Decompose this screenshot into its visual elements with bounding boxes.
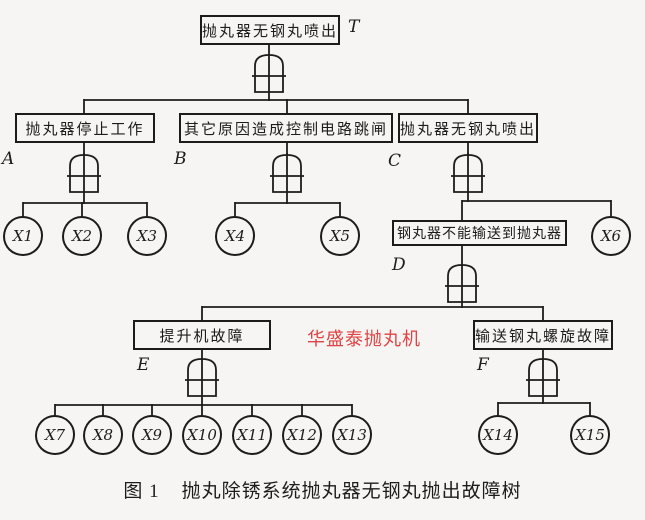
figure-caption: 图 1 抛丸除锈系统抛丸器无钢丸抛出故障树 bbox=[0, 476, 645, 503]
basic-event-x7: X7 bbox=[35, 415, 75, 455]
or-gate-icon-f bbox=[526, 357, 560, 397]
basic-event-x9: X9 bbox=[132, 415, 172, 455]
event-box-b: 其它原因造成控制电路跳闸 bbox=[179, 113, 393, 143]
basic-event-x5: X5 bbox=[320, 216, 360, 256]
or-gate-icon-t bbox=[252, 53, 286, 93]
event-id-f: F bbox=[477, 355, 489, 375]
basic-event-x14: X14 bbox=[478, 415, 518, 455]
event-box-f: 输送钢丸螺旋故障 bbox=[473, 320, 613, 350]
or-gate-icon-d bbox=[445, 263, 479, 303]
event-box-top: 抛丸器无钢丸喷出 bbox=[200, 15, 340, 45]
event-box-d: 钢丸器不能输送到抛丸器 bbox=[392, 220, 567, 246]
basic-event-x4: X4 bbox=[215, 216, 255, 256]
basic-event-x6: X6 bbox=[591, 216, 631, 256]
figure-title: 抛丸除锈系统抛丸器无钢丸抛出故障树 bbox=[181, 481, 522, 502]
basic-event-x11: X11 bbox=[232, 415, 272, 455]
event-id-t: T bbox=[348, 17, 360, 37]
or-gate-icon-b bbox=[270, 153, 304, 193]
basic-event-x10: X10 bbox=[182, 415, 222, 455]
event-box-c: 抛丸器无钢丸喷出 bbox=[398, 113, 538, 143]
event-id-a: A bbox=[2, 149, 15, 169]
or-gate-icon-a bbox=[67, 153, 101, 193]
basic-event-x2: X2 bbox=[62, 216, 102, 256]
event-box-a: 抛丸器停止工作 bbox=[15, 113, 155, 143]
event-id-e: E bbox=[137, 355, 150, 375]
basic-event-x8: X8 bbox=[83, 415, 123, 455]
basic-event-x3: X3 bbox=[127, 216, 167, 256]
basic-event-x15: X15 bbox=[570, 415, 610, 455]
or-gate-icon-e bbox=[185, 357, 219, 397]
or-gate-icon-c bbox=[451, 153, 485, 193]
watermark-text: 华盛泰抛丸机 bbox=[307, 329, 421, 349]
basic-event-x13: X13 bbox=[332, 415, 372, 455]
basic-event-x12: X12 bbox=[282, 415, 322, 455]
figure-number: 图 1 bbox=[123, 481, 160, 502]
basic-event-x1: X1 bbox=[3, 216, 43, 256]
event-id-d: D bbox=[392, 255, 406, 275]
event-id-b: B bbox=[174, 149, 187, 169]
event-id-c: C bbox=[388, 151, 402, 171]
event-box-e: 提升机故障 bbox=[133, 320, 271, 350]
